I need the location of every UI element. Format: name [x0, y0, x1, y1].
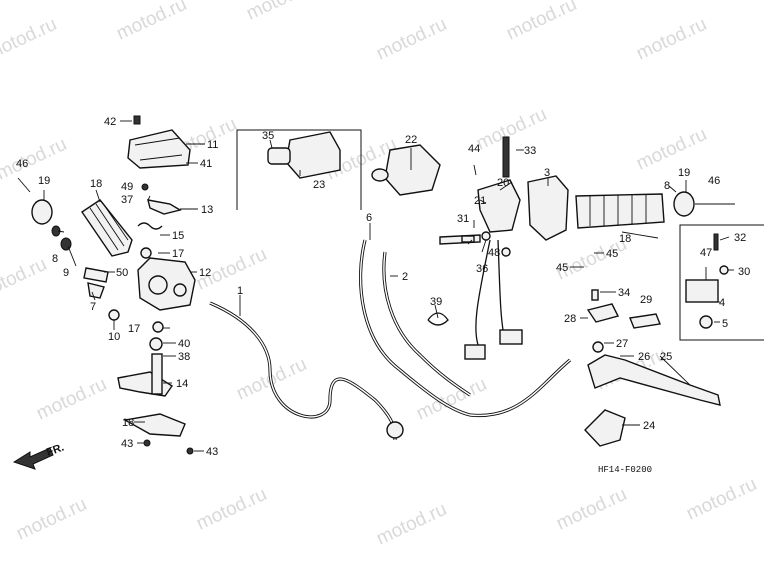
callout-33: 33	[524, 145, 536, 157]
callout-44: 44	[468, 143, 480, 155]
switch-housing-23	[267, 131, 341, 179]
throttle-housing-cover	[127, 115, 191, 169]
watermark: motod.ru	[503, 0, 580, 45]
callout-2: 2	[402, 271, 408, 283]
watermark: motod.ru	[0, 134, 70, 185]
front-marker-label: FR.	[45, 441, 66, 458]
watermark: motod.ru	[683, 474, 760, 525]
callout-48: 48	[488, 247, 500, 259]
callout-17-lower: 17	[128, 323, 140, 335]
callout-42: 42	[104, 116, 116, 128]
callout-1: 1	[237, 285, 243, 297]
callout-29: 29	[640, 294, 652, 306]
inset-box-23	[236, 129, 362, 210]
callout-18-lever: 18	[122, 417, 134, 429]
callout-10: 10	[108, 331, 120, 343]
callout-45-right: 45	[606, 248, 618, 260]
right-grip	[575, 191, 735, 229]
lever-parts-left	[117, 183, 194, 455]
callout-21: 21	[474, 195, 486, 207]
callout-3: 3	[544, 167, 550, 179]
callout-41: 41	[200, 158, 212, 170]
inset-box-right	[679, 224, 764, 341]
watermark: motod.ru	[633, 124, 710, 175]
callout-23: 23	[313, 179, 325, 191]
callout-11: 11	[207, 139, 218, 151]
callout-36: 36	[476, 263, 488, 275]
left-bar-end	[17, 177, 72, 251]
left-grip	[81, 199, 133, 257]
callout-19-right: 19	[678, 167, 690, 179]
callout-7: 7	[90, 301, 96, 313]
callout-46-right: 46	[708, 175, 720, 187]
throttle-cable	[209, 301, 404, 441]
callout-22: 22	[405, 134, 417, 146]
callout-45-cable: 45	[556, 262, 568, 274]
leader-lines	[43, 120, 734, 452]
watermark: motod.ru	[373, 14, 450, 65]
diagram-code: HF14-F0200	[598, 465, 652, 475]
callout-9: 9	[63, 267, 69, 279]
callout-26: 26	[638, 351, 650, 363]
callout-32: 32	[734, 232, 746, 244]
callout-24: 24	[643, 420, 655, 432]
watermark: motod.ru	[0, 254, 50, 305]
callout-40: 40	[178, 338, 190, 350]
watermark: motod.ru	[633, 14, 710, 65]
callout-13: 13	[201, 204, 213, 216]
right-switch-assembly	[461, 136, 569, 257]
callout-14: 14	[176, 378, 188, 390]
watermark: motod.ru	[13, 494, 90, 545]
callout-5: 5	[722, 318, 728, 330]
callout-30: 30	[738, 266, 750, 278]
callout-8-right: 8	[664, 180, 670, 192]
watermark: motod.ru	[33, 374, 110, 425]
callout-18-grip: 18	[90, 178, 102, 190]
watermark: motod.ru	[553, 484, 630, 535]
callout-20: 20	[497, 177, 509, 189]
callout-31: 31	[457, 213, 469, 225]
watermark: motod.ru	[113, 0, 190, 45]
callout-6: 6	[366, 212, 372, 224]
callout-18-right: 18	[619, 233, 631, 245]
callout-34: 34	[618, 287, 630, 299]
callout-12: 12	[199, 267, 211, 279]
callout-27: 27	[616, 338, 628, 350]
callout-43-left: 43	[121, 438, 133, 450]
callout-49: 49	[121, 181, 133, 193]
throttle-pulley-shaft	[83, 267, 120, 321]
callout-17-upper: 17	[172, 248, 184, 260]
callout-43-right: 43	[206, 446, 218, 458]
callout-15: 15	[172, 230, 184, 242]
callout-50: 50	[116, 267, 128, 279]
callout-46-left: 46	[16, 158, 28, 170]
right-lever-group	[584, 289, 721, 447]
callout-35: 35	[262, 130, 274, 142]
callout-8-left: 8	[52, 253, 58, 265]
watermark: motod.ru	[373, 499, 450, 550]
watermark: motod.ru	[243, 0, 320, 25]
choke-cable	[359, 239, 572, 418]
front-direction-marker: FR.	[12, 441, 66, 470]
callout-28: 28	[564, 313, 576, 325]
throttle-housing	[137, 257, 196, 311]
callout-37: 37	[121, 194, 133, 206]
harness-wires	[427, 239, 523, 360]
callout-39: 39	[430, 296, 442, 308]
watermark: motod.ru	[473, 104, 550, 155]
callout-38: 38	[178, 351, 190, 363]
callout-labels: 1 2 3 4 5 6 7 8 8 9 10 11 12 13 14 15 17…	[16, 116, 750, 458]
callout-25: 25	[660, 351, 672, 363]
callout-4: 4	[719, 297, 725, 309]
watermark: motod.ru	[0, 14, 60, 65]
callout-19-left: 19	[38, 175, 50, 187]
watermark: motod.ru	[193, 484, 270, 535]
switch-cover-22	[371, 144, 441, 196]
callout-47: 47	[700, 247, 712, 259]
